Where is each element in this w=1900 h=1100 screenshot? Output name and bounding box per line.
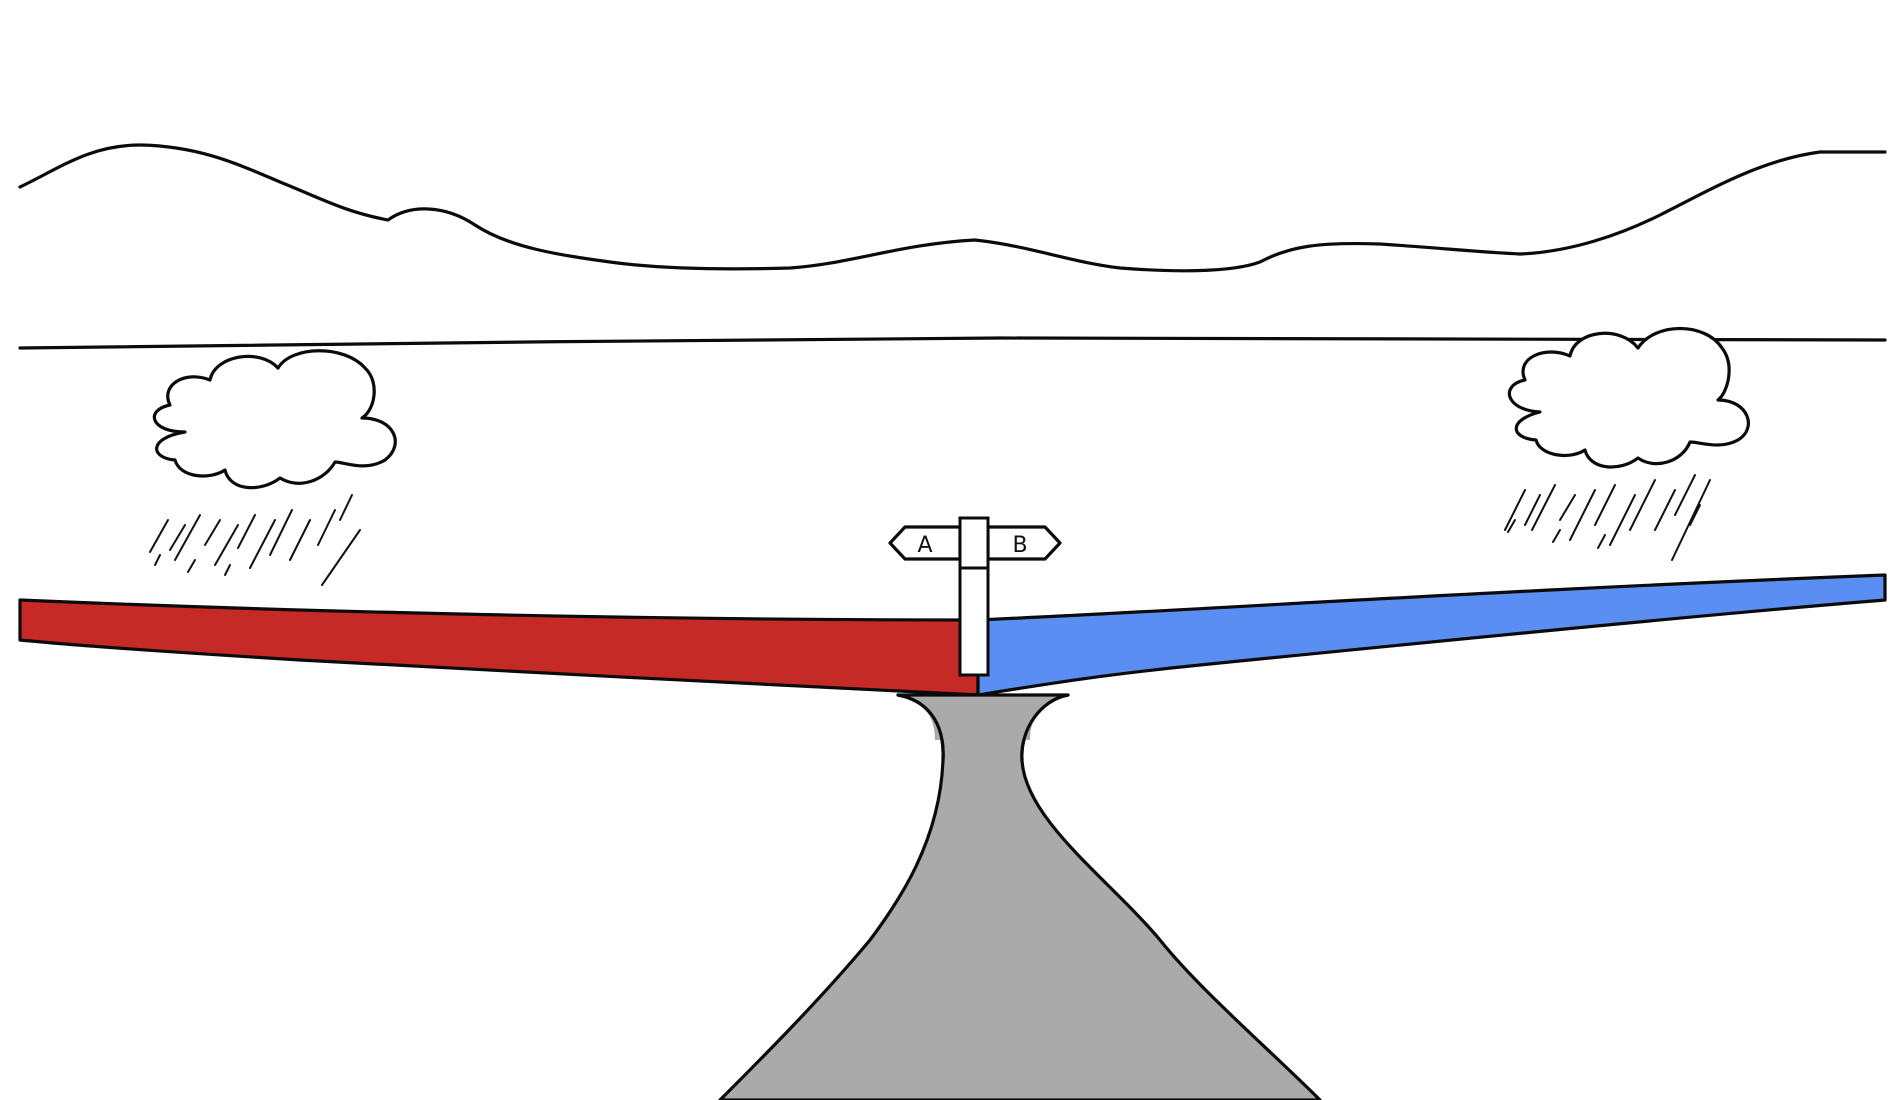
path-b-blue [976,573,1887,697]
rain-left [149,494,361,586]
cloud-left [152,349,397,490]
road-top-edge [896,693,945,762]
signpost: A B [888,516,1062,677]
cloud-right [1507,327,1750,469]
road [718,693,1322,1100]
mountain-ridge [18,143,1887,273]
path-a-red [18,598,980,697]
road-top-edge-right [1020,693,1070,762]
sign-label-a: A [917,533,932,558]
rain-cloud-right-icon [1504,327,1750,561]
sign-label-b: B [1012,533,1027,558]
road-top-blend [900,697,1066,740]
signpost-post-top [958,516,990,570]
rain-cloud-left-icon [149,349,397,586]
rain-right [1504,474,1711,561]
